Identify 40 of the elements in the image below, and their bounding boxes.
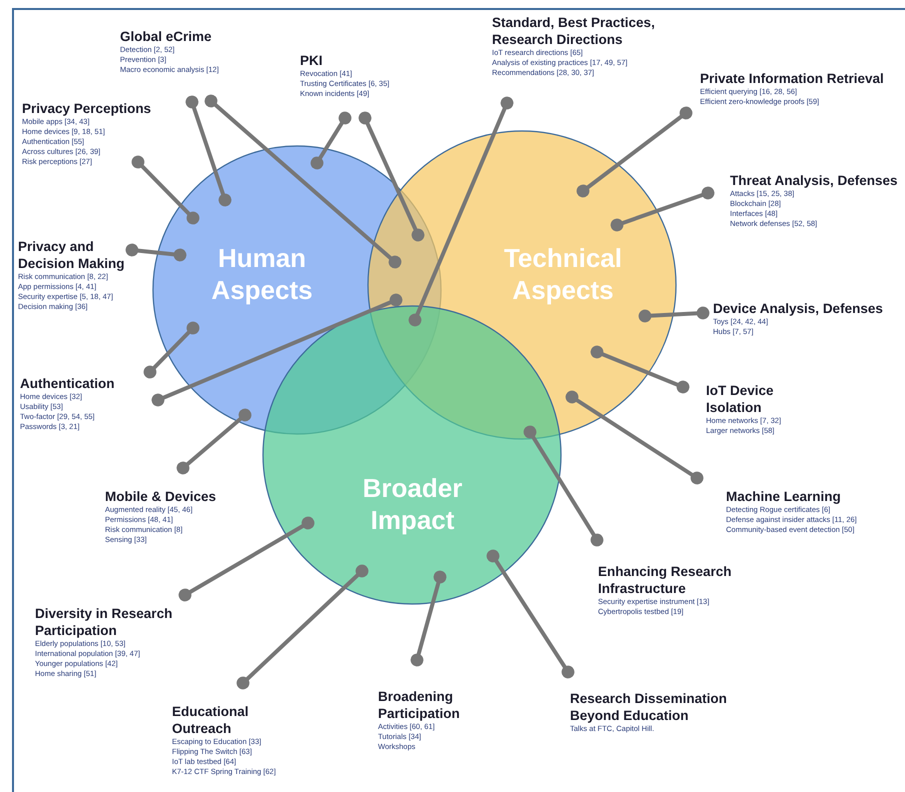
leader-line xyxy=(310,112,352,170)
topic-heading: IoT Device Isolation xyxy=(706,382,775,416)
leader-line xyxy=(176,408,252,474)
leader-line xyxy=(126,244,186,262)
leader-line xyxy=(152,294,402,406)
leader-line xyxy=(132,156,200,224)
topic-heading: Diversity in Research Participation xyxy=(35,605,174,639)
topic-heading: Research Dissemination Beyond Education xyxy=(570,690,728,724)
leader-line xyxy=(358,112,424,242)
topic-heading: Device Analysis, Defenses xyxy=(713,300,884,317)
leader-line xyxy=(408,96,514,326)
topic-heading: Threat Analysis, Defenses xyxy=(730,172,899,189)
leader-line xyxy=(638,306,710,322)
topic-heading: Privacy and Decision Making xyxy=(18,238,126,272)
leader-line xyxy=(610,186,714,232)
topic-heading: Private Information Retrieval xyxy=(700,70,885,87)
leader-line xyxy=(186,96,232,206)
leader-line xyxy=(236,564,368,690)
leader-line xyxy=(486,550,574,678)
circle-label: Technical Aspects xyxy=(502,242,623,306)
topic-heading: Authentication xyxy=(20,375,116,392)
leader-line xyxy=(524,426,604,546)
leader-line xyxy=(410,570,446,666)
topic-heading: Broadening Participation xyxy=(378,688,461,722)
circle-label: Broader Impact xyxy=(362,472,464,536)
topic-heading: PKI xyxy=(300,52,324,69)
topic-heading: Privacy Perceptions xyxy=(22,100,152,117)
topic-heading: Global eCrime xyxy=(120,28,213,45)
topic-heading: Educational Outreach xyxy=(172,703,250,737)
topic-heading: Machine Learning xyxy=(726,488,842,505)
topic-heading: Mobile & Devices xyxy=(105,488,218,505)
leader-line xyxy=(590,346,690,394)
circle-label: Human Aspects xyxy=(210,242,314,306)
topic-heading: Standard, Best Practices, Research Directions xyxy=(492,14,656,48)
leader-line xyxy=(576,106,692,198)
topic-heading: Enhancing Research Infrastructure xyxy=(598,563,733,597)
leader-line xyxy=(178,516,314,602)
leader-line xyxy=(566,390,704,484)
leader-line xyxy=(204,94,402,268)
leader-line xyxy=(144,322,200,378)
